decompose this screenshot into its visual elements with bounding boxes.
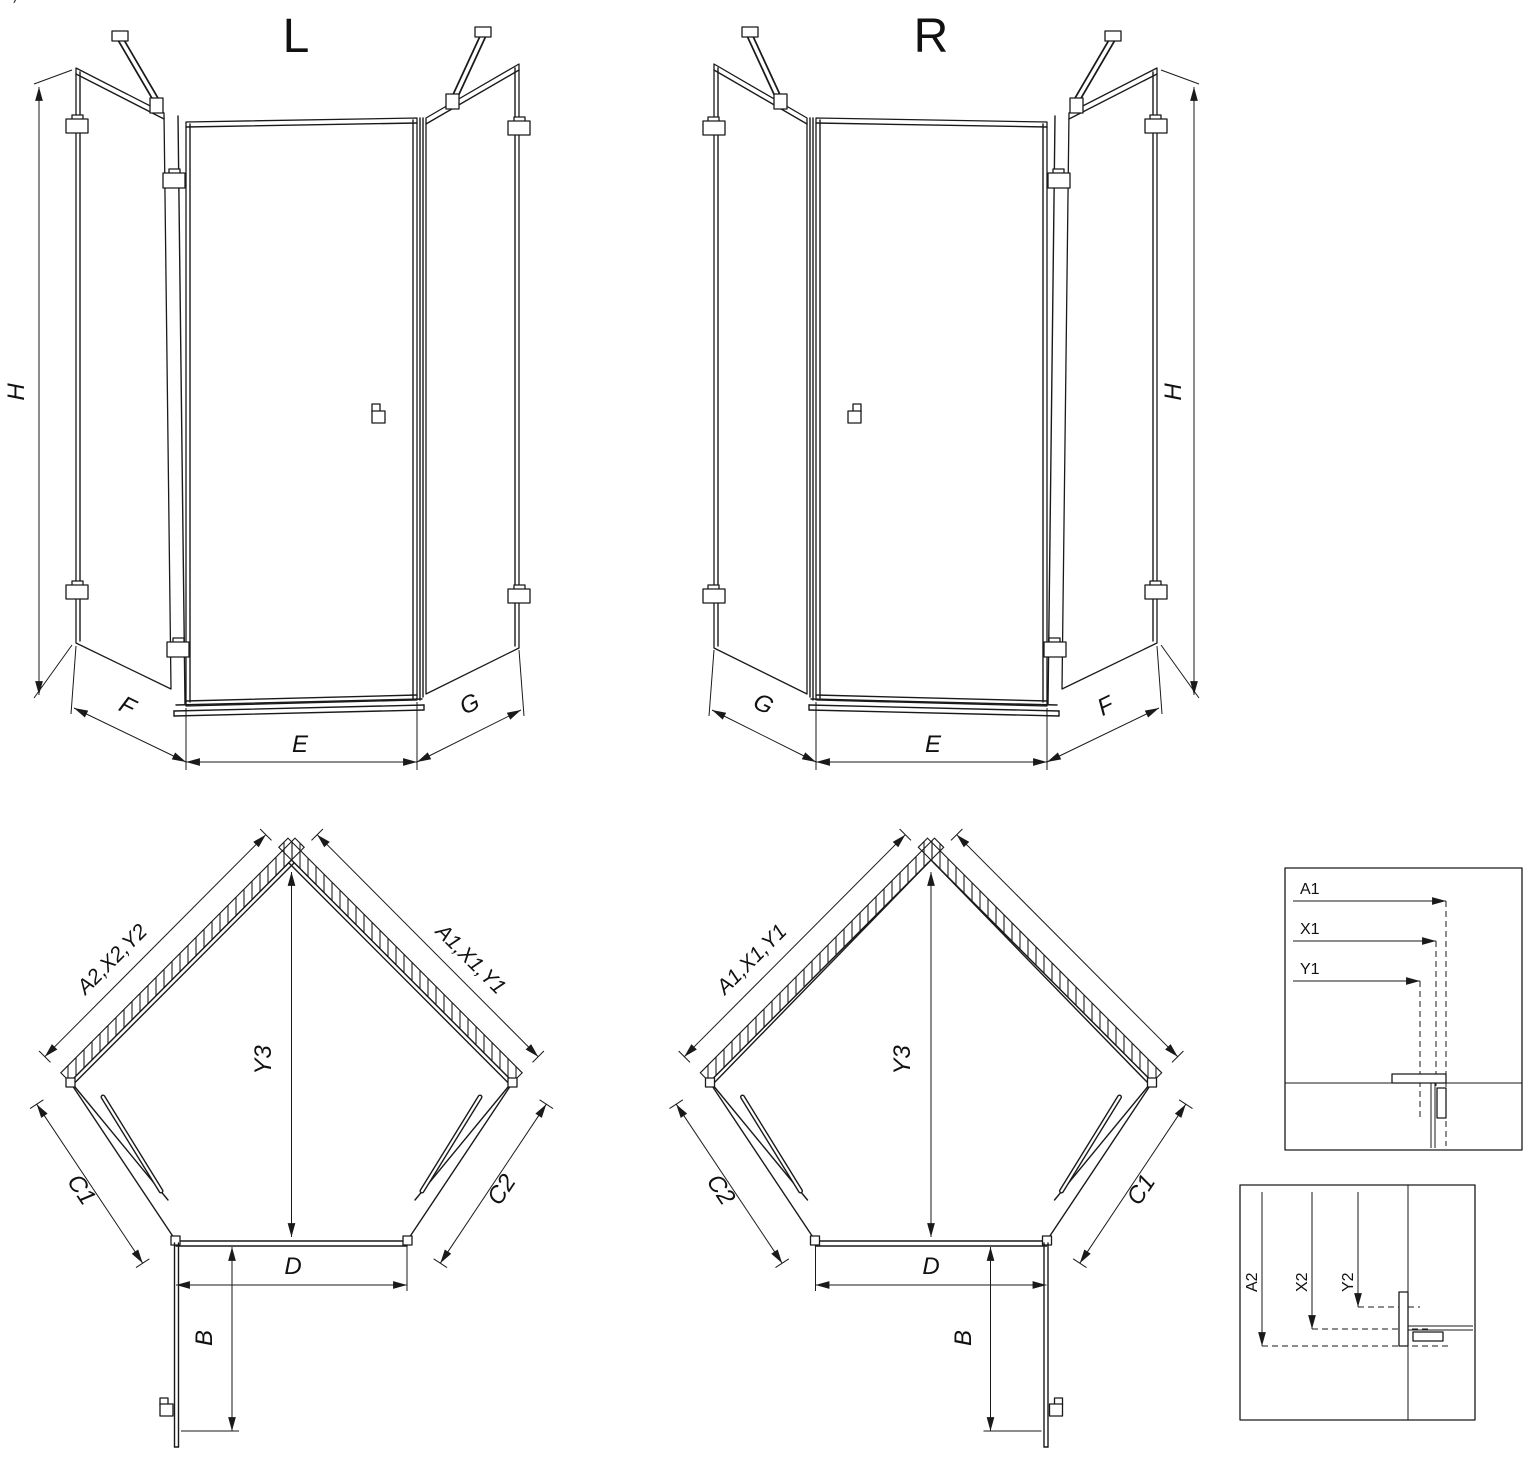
hinge-block (1146, 1077, 1158, 1088)
hinge-block (170, 1235, 181, 1246)
threshold-sill (173, 698, 425, 717)
hinge-block (809, 1235, 821, 1246)
detail-label-a2: A2 (1244, 1272, 1261, 1292)
hinge-block (65, 1077, 76, 1088)
hinge-block (1041, 1235, 1053, 1246)
dim-label-side-right-planr: C1 (1122, 1170, 1162, 1211)
dim-label-wall-left-planl: A2,X2,Y2 (71, 920, 152, 1001)
door-handle (847, 403, 862, 424)
hinge-block (507, 1077, 518, 1088)
dim-label-projection-planr: B (950, 1330, 977, 1346)
left-side-panel (713, 63, 808, 695)
support-brace (741, 26, 1122, 114)
dim-label-side-left-planr: C2 (701, 1170, 741, 1211)
hinge-block (402, 1235, 413, 1246)
door-handle (159, 1397, 174, 1417)
door-handle (1048, 1397, 1064, 1417)
view-title-l: L (283, 10, 310, 63)
profile-section (1391, 1073, 1447, 1084)
dim-label-wall-right-planl: A1,X1,Y1 (430, 918, 510, 998)
plan-right: A1,X1,Y1 A2,X2,Y2 Y3 C2 C1 D B (0, 0, 1193, 1448)
dim-label-side-left-planl: C1 (61, 1170, 101, 1211)
left-side-panel (75, 67, 172, 690)
open-door-line (173, 1242, 180, 1448)
elevation-left-dimensions (33, 69, 525, 770)
profile-section (1398, 1291, 1409, 1347)
dim-label-height-r: H (1160, 383, 1187, 401)
threshold-sill (808, 698, 1060, 717)
elevation-left: L (3, 10, 531, 770)
dim-label-door-width-r: E (925, 731, 942, 758)
profile-section (1436, 1087, 1447, 1119)
plan-left: A2,X2,Y2 A1,X1,Y1 Y3 C1 C2 D B (29, 828, 554, 1448)
dim-label-depth-planr: Y3 (889, 1045, 916, 1075)
dim-label-projection-planl: B (191, 1330, 218, 1346)
dim-label-door-planr: D (922, 1253, 939, 1280)
elevation-right-hardware (702, 26, 1168, 658)
plan-left-dimensions (29, 828, 554, 1432)
elevation-right-glass (713, 63, 1158, 717)
detail-label-a1: A1 (1300, 881, 1320, 898)
dim-label-wall-left-planr: A1,X1,Y1 (711, 920, 791, 1000)
wall-hatch-band (917, 837, 1163, 1083)
door-panel (815, 117, 1048, 707)
view-title-r: R (914, 10, 949, 63)
detail-label-x2: X2 (1294, 1272, 1311, 1292)
detail-box-horizontal: A1 X1 Y1 (1284, 867, 1523, 1151)
dim-label-right-panel-r: F (1093, 690, 1119, 721)
dim-label-side-right-planl: C2 (482, 1170, 522, 1211)
wall-bracket (65, 114, 531, 658)
detail-label-x1: X1 (1300, 921, 1320, 938)
dim-label-right-panel-l: G (455, 688, 484, 720)
dim-label-left-panel-r: G (749, 688, 778, 720)
door-panel (185, 117, 418, 707)
door-handle (371, 403, 386, 424)
open-door-line (1043, 1242, 1049, 1448)
dim-label-depth-planl: Y3 (250, 1045, 277, 1075)
detail-label-y2: Y2 (1340, 1272, 1357, 1292)
support-brace (111, 26, 492, 114)
detail-box-vertical: A2 X2 Y2 (1239, 1184, 1476, 1421)
plan-right-dimensions (669, 828, 1193, 1432)
wall-bracket (702, 114, 1168, 658)
dim-label-height-l: H (3, 383, 30, 401)
profile-section (1412, 1331, 1444, 1342)
detail-label-y1: Y1 (1300, 961, 1320, 978)
hinge-block (704, 1077, 716, 1088)
elevation-left-hardware (65, 26, 531, 658)
elevation-right: R (702, 10, 1200, 770)
detail-frame (1284, 867, 1523, 1151)
elevation-right-dimensions (708, 69, 1200, 770)
elevation-left-glass (75, 63, 520, 717)
dim-label-door-width-l: E (292, 731, 309, 758)
dim-label-door-planl: D (284, 1253, 301, 1280)
right-side-panel (425, 63, 520, 695)
right-side-panel (1061, 67, 1158, 690)
dim-label-left-panel-l: F (115, 691, 141, 722)
dim-label-wall-right-planr: A2,X2,Y2 (0, 0, 45, 5)
